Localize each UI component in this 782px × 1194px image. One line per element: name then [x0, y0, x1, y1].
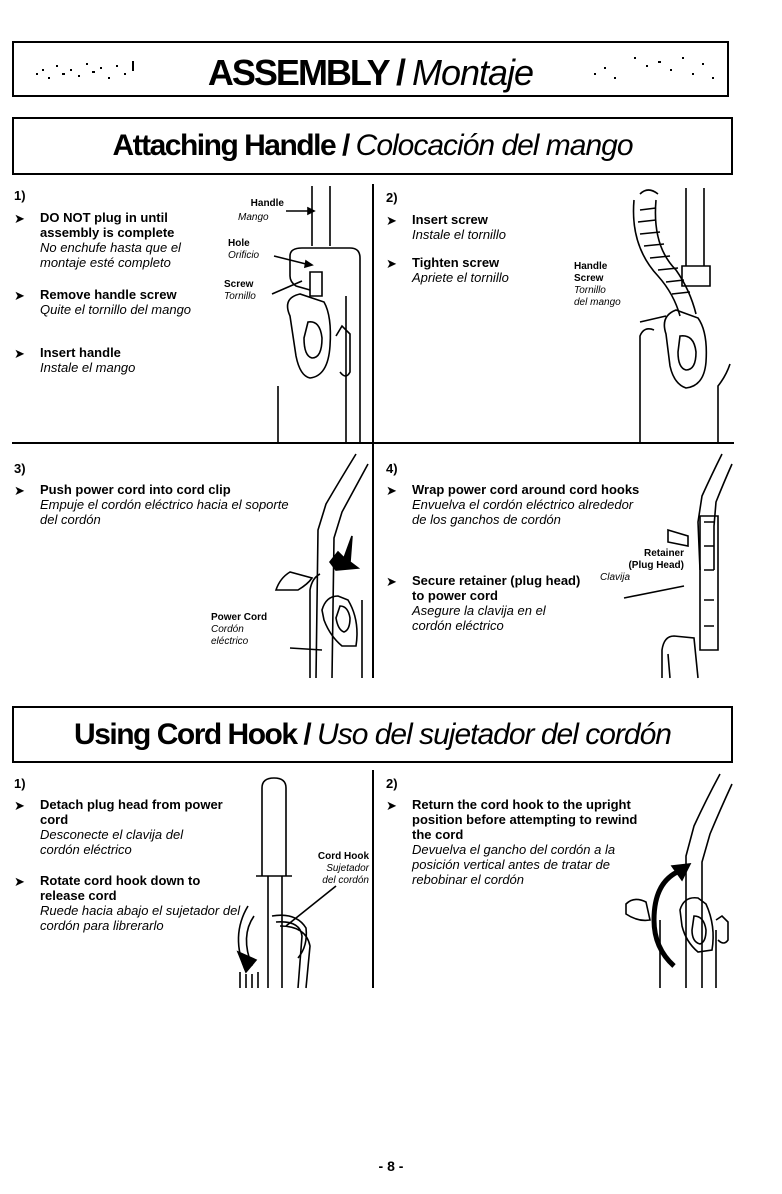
- step-number: 2): [386, 776, 398, 791]
- instruction-item: ➤ Detach plug head from power cord Desco…: [14, 797, 223, 857]
- page-title: ASSEMBLY / Montaje: [207, 52, 534, 93]
- instruction-item: ➤ Secure retainer (plug head) to power c…: [386, 573, 581, 633]
- step-number: 4): [386, 461, 398, 476]
- label-screw: Screw Tornillo: [224, 279, 256, 302]
- speckle-decoration: [36, 61, 134, 79]
- cord-hook-illustration: [236, 777, 337, 989]
- instruction-item: ➤ Push power cord into cord clip Empuje …: [14, 482, 289, 527]
- speckle-decoration: [594, 57, 714, 79]
- instruction-item: ➤ DO NOT plug in until assembly is compl…: [14, 210, 181, 270]
- screw-illustration: [632, 188, 731, 442]
- step-number: 1): [14, 188, 26, 203]
- label-retainer: Retainer (Plug Head) Clavija: [600, 548, 684, 583]
- section-heading-using-cord-hook: Using Cord Hook / Uso del sujetador del …: [12, 706, 733, 763]
- column-divider: [372, 184, 374, 678]
- instruction-item: ➤ Remove handle screw Quite el tornillo …: [14, 287, 192, 317]
- cord-clip-illustration: [274, 453, 369, 679]
- retainer-illustration: [623, 453, 733, 679]
- upright-hook-illustration: [625, 773, 733, 988]
- label-handle: Handle: [250, 198, 284, 209]
- label-mango: Mango: [238, 212, 269, 223]
- label-handle-screw: Handle Screw Tornillo del mango: [574, 261, 621, 308]
- page-number: - 8 -: [378, 1158, 404, 1174]
- step-number: 1): [14, 776, 26, 791]
- section-heading-attaching-handle: Attaching Handle / Colocación del mango: [12, 117, 733, 175]
- instruction-item: ➤ Insert handle Instale el mango: [14, 345, 136, 375]
- handle-illustration: [271, 186, 361, 442]
- label-hole: Hole Orificio: [228, 238, 260, 261]
- row-divider: [12, 442, 734, 444]
- instruction-item: ➤ Insert screw Instale el tornillo: [386, 212, 506, 242]
- instruction-item: ➤ Tighten screw Apriete el tornillo: [386, 255, 509, 285]
- column-divider: [372, 770, 374, 988]
- header-banner: ASSEMBLY / Montaje: [12, 41, 729, 97]
- instruction-item: ➤ Return the cord hook to the upright po…: [386, 797, 638, 887]
- step-number: 2): [386, 190, 398, 205]
- label-power-cord: Power Cord Cordón eléctrico: [211, 612, 268, 647]
- step-number: 3): [14, 461, 26, 476]
- label-cord-hook: Cord Hook Sujetador del cordón: [317, 851, 369, 886]
- instruction-item: ➤ Wrap power cord around cord hooks Envu…: [386, 482, 640, 527]
- instruction-item: ➤ Rotate cord hook down to release cord …: [14, 873, 241, 933]
